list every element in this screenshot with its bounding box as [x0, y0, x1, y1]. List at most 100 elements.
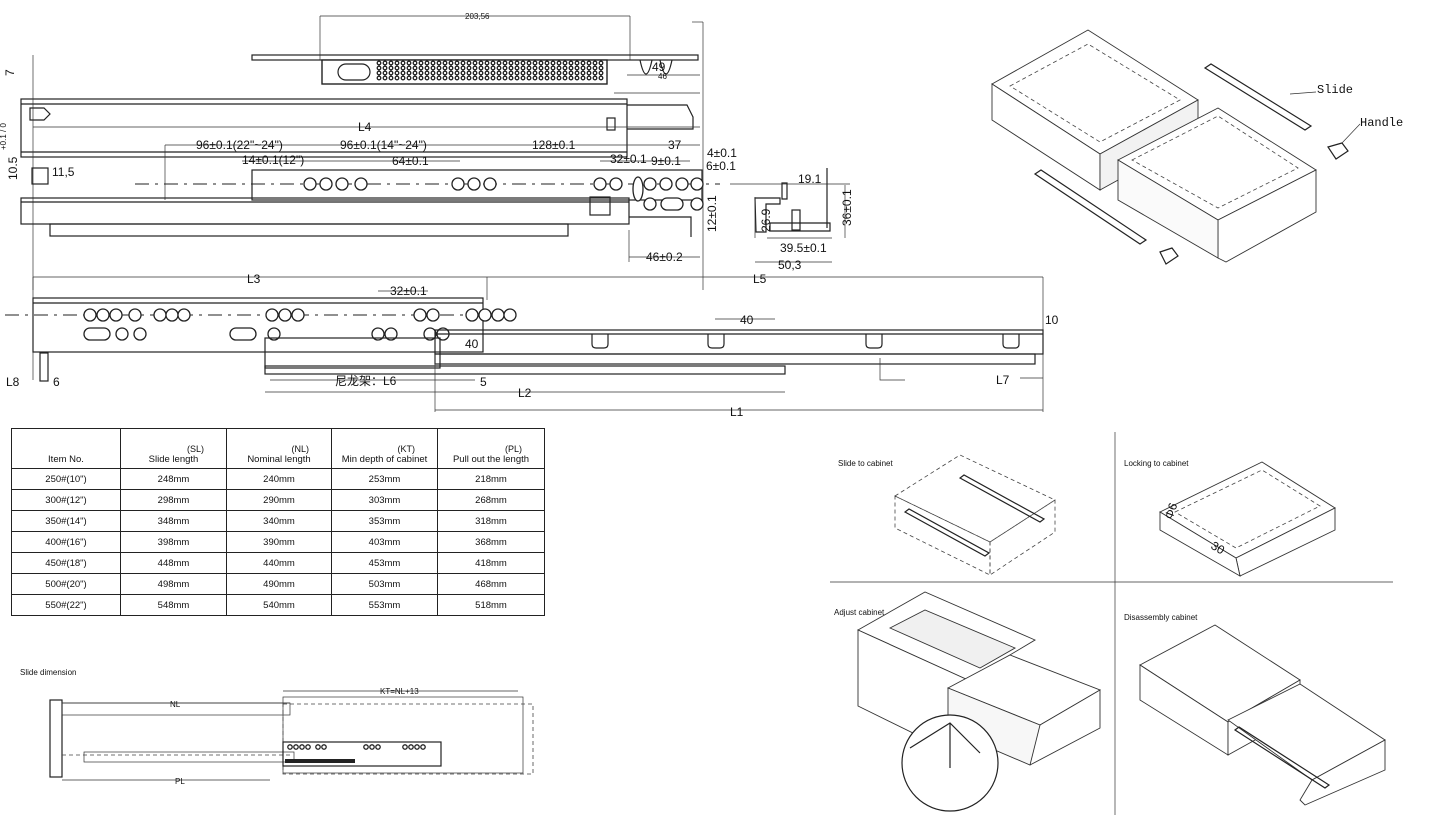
dim-14-12: 14±0.1(12") [242, 153, 304, 167]
dim-L1: L1 [730, 405, 744, 419]
table-cell: 548mm [120, 594, 227, 616]
mounting-hole [287, 744, 293, 750]
mounting-hole [426, 308, 440, 322]
table-cell: 503mm [331, 573, 438, 595]
table-cell: 303mm [331, 489, 438, 511]
mesh-hole [526, 65, 532, 71]
mesh-hole [382, 70, 388, 76]
mesh-hole [388, 60, 394, 66]
mesh-hole [424, 60, 430, 66]
mesh-hole [538, 60, 544, 66]
mesh-hole [430, 70, 436, 76]
table-cell: 318mm [437, 510, 545, 532]
mesh-hole [382, 60, 388, 66]
dim-128: 128±0.1 [532, 138, 576, 152]
table-cell: 240mm [226, 468, 332, 490]
mesh-hole [580, 60, 586, 66]
mesh-hole [424, 75, 430, 81]
mesh-hole [430, 65, 436, 71]
mesh-hole [538, 70, 544, 76]
mesh-hole [448, 65, 454, 71]
dim-37: 37 [668, 138, 682, 152]
header-item-no: Item No. [11, 428, 121, 469]
mounting-hole [413, 308, 427, 322]
mounting-hole [371, 327, 385, 341]
mounting-hole [267, 327, 281, 341]
table-cell: 350#(14") [11, 510, 121, 532]
mesh-hole [574, 70, 580, 76]
mesh-hole [376, 65, 382, 71]
mounting-hole [305, 744, 311, 750]
mesh-hole [556, 70, 562, 76]
mesh-hole [514, 70, 520, 76]
mesh-hole [478, 65, 484, 71]
mounting-hole [465, 308, 479, 322]
mesh-hole [550, 75, 556, 81]
header-pull-out-length: (PL)Pull out the length [437, 428, 545, 469]
dim-PL: PL [175, 777, 185, 786]
step-slide-to-cabinet: Slide to cabinet [838, 459, 893, 468]
mesh-hole [484, 60, 490, 66]
dim-L3: L3 [247, 272, 261, 286]
dim-11-5: 11,5 [52, 165, 75, 179]
mounting-hole [115, 327, 129, 341]
mesh-hole [454, 60, 460, 66]
mounting-hole [675, 177, 689, 191]
mesh-hole [478, 60, 484, 66]
mesh-hole [592, 60, 598, 66]
header-nominal-length: (NL)Nominal length [226, 428, 332, 469]
mesh-hole [472, 60, 478, 66]
mesh-hole [496, 70, 502, 76]
mesh-hole [568, 75, 574, 81]
mounting-hole [593, 177, 607, 191]
mounting-hole [83, 308, 97, 322]
mesh-hole [598, 75, 604, 81]
dim-6-ext: 6 [53, 375, 60, 389]
dim-L7: L7 [996, 373, 1010, 387]
mesh-hole [412, 60, 418, 66]
dim-64: 64±0.1 [392, 154, 429, 168]
rail-tab [591, 334, 609, 349]
mesh-hole [490, 75, 496, 81]
mesh-hole [532, 70, 538, 76]
mesh-hole [412, 70, 418, 76]
mesh-hole [418, 60, 424, 66]
dim-9: 9±0.1 [651, 154, 681, 168]
mesh-hole [442, 60, 448, 66]
dim-19-1: 19.1 [798, 172, 822, 186]
table-cell: 498mm [120, 573, 227, 595]
mesh-hole [508, 70, 514, 76]
mesh-hole [520, 65, 526, 71]
mesh-hole [568, 60, 574, 66]
dim-10-5: 10.5 [6, 156, 20, 180]
table-cell: 450#(18") [11, 552, 121, 574]
mesh-hole [526, 75, 532, 81]
mesh-hole [556, 75, 562, 81]
table-cell: 540mm [226, 594, 332, 616]
table-cell: 368mm [437, 531, 545, 553]
exploded-drawer-view: Slide Handle [991, 29, 1403, 265]
mesh-hole [412, 75, 418, 81]
mounting-hole [291, 308, 305, 322]
mesh-hole [430, 75, 436, 81]
mesh-hole [592, 75, 598, 81]
mounting-hole [402, 744, 408, 750]
table-cell: 390mm [226, 531, 332, 553]
mesh-hole [454, 70, 460, 76]
mesh-hole [394, 65, 400, 71]
mesh-hole [550, 60, 556, 66]
mesh-hole [412, 65, 418, 71]
mesh-hole [562, 75, 568, 81]
header-min-depth: (KT)Min depth of cabinet [331, 428, 438, 469]
mesh-hole [394, 60, 400, 66]
rail-tab [707, 334, 725, 349]
mesh-hole [544, 70, 550, 76]
mesh-hole [574, 60, 580, 66]
mesh-hole [472, 65, 478, 71]
dim-phi6: Φ6 [1162, 501, 1181, 521]
mesh-hole [586, 65, 592, 71]
mesh-hole [592, 70, 598, 76]
